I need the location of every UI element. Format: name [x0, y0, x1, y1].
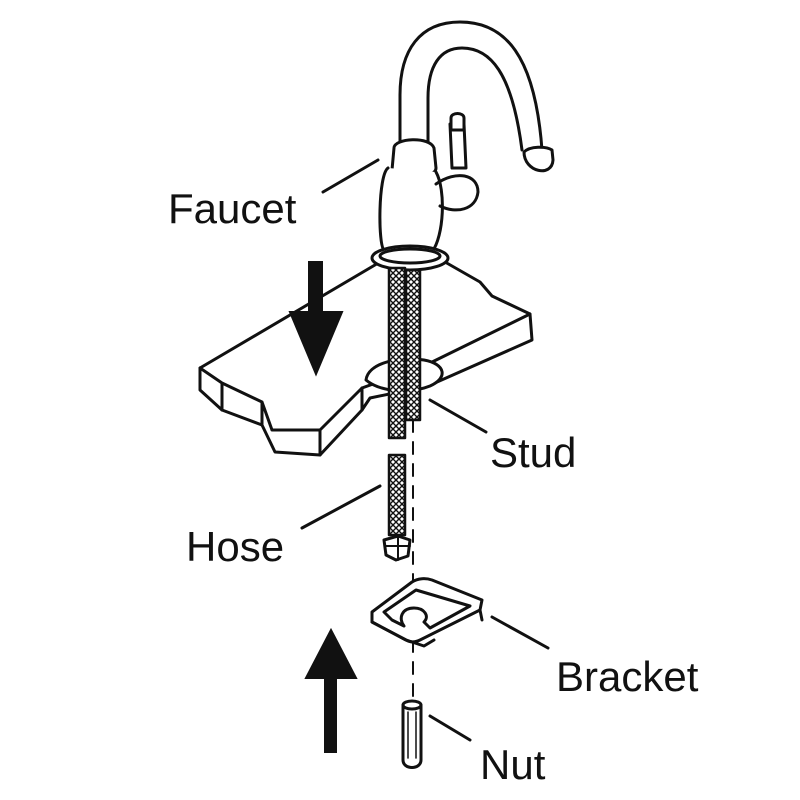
label-hose: Hose — [186, 523, 284, 570]
faucet — [370, 20, 555, 272]
faucet-leader — [321, 158, 380, 194]
stud-leader — [428, 398, 488, 434]
label-stud: Stud — [490, 429, 576, 476]
label-nut: Nut — [480, 741, 546, 788]
nut — [401, 699, 423, 769]
label-faucet: Faucet — [168, 185, 297, 232]
arrow-down-icon — [288, 261, 344, 377]
bracket-leader — [490, 615, 550, 650]
bracket — [370, 577, 484, 648]
arrow-up-icon — [304, 627, 358, 753]
countertop — [198, 260, 534, 457]
hose — [382, 266, 412, 562]
label-bracket: Bracket — [556, 653, 699, 700]
hose-leader — [300, 484, 382, 530]
nut-leader — [428, 714, 472, 742]
stud — [404, 268, 422, 422]
